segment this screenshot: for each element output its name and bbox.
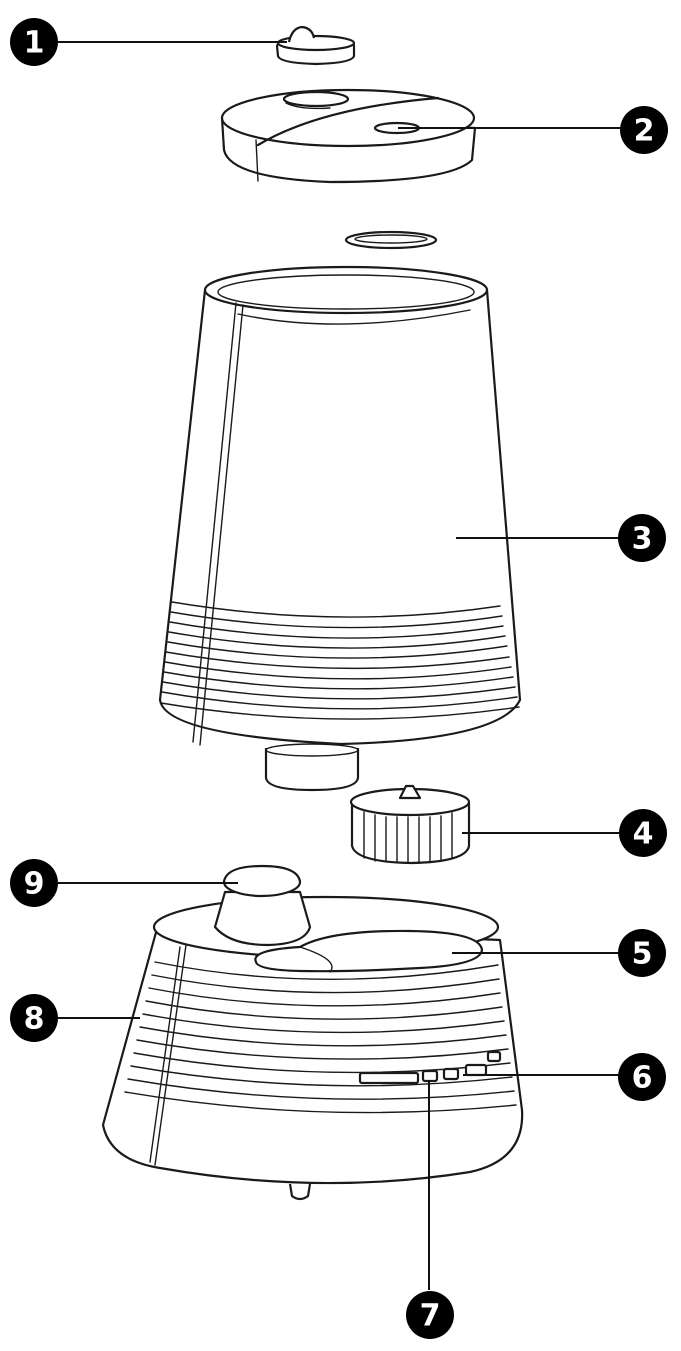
part-tank-cap <box>349 784 471 865</box>
callout-1-label: 1 <box>24 26 45 61</box>
callout-7-label: 7 <box>420 1299 441 1334</box>
callout-3: 3 <box>618 514 666 562</box>
callout-6: 6 <box>618 1053 666 1101</box>
callout-4: 4 <box>619 809 667 857</box>
callout-2: 2 <box>620 106 668 154</box>
callout-2-label: 2 <box>634 114 655 149</box>
callout-badges: 1 2 3 4 5 6 7 8 <box>10 18 668 1339</box>
part-top-lid <box>220 88 477 184</box>
callout-8-label: 8 <box>24 1002 45 1037</box>
callout-3-label: 3 <box>632 522 653 557</box>
callout-4-label: 4 <box>633 817 654 852</box>
callout-6-label: 6 <box>632 1061 653 1096</box>
callout-9: 9 <box>10 859 58 907</box>
leader-lines <box>58 41 622 1290</box>
part-gasket <box>344 230 438 250</box>
callout-5-label: 5 <box>632 937 653 972</box>
callout-5: 5 <box>618 929 666 977</box>
part-aroma-cap <box>275 25 356 66</box>
callout-8: 8 <box>10 994 58 1042</box>
callout-1: 1 <box>10 18 58 66</box>
part-base-unit <box>101 864 524 1201</box>
part-water-tank <box>158 265 522 792</box>
callout-9-label: 9 <box>24 867 45 902</box>
callout-7: 7 <box>406 1291 454 1339</box>
